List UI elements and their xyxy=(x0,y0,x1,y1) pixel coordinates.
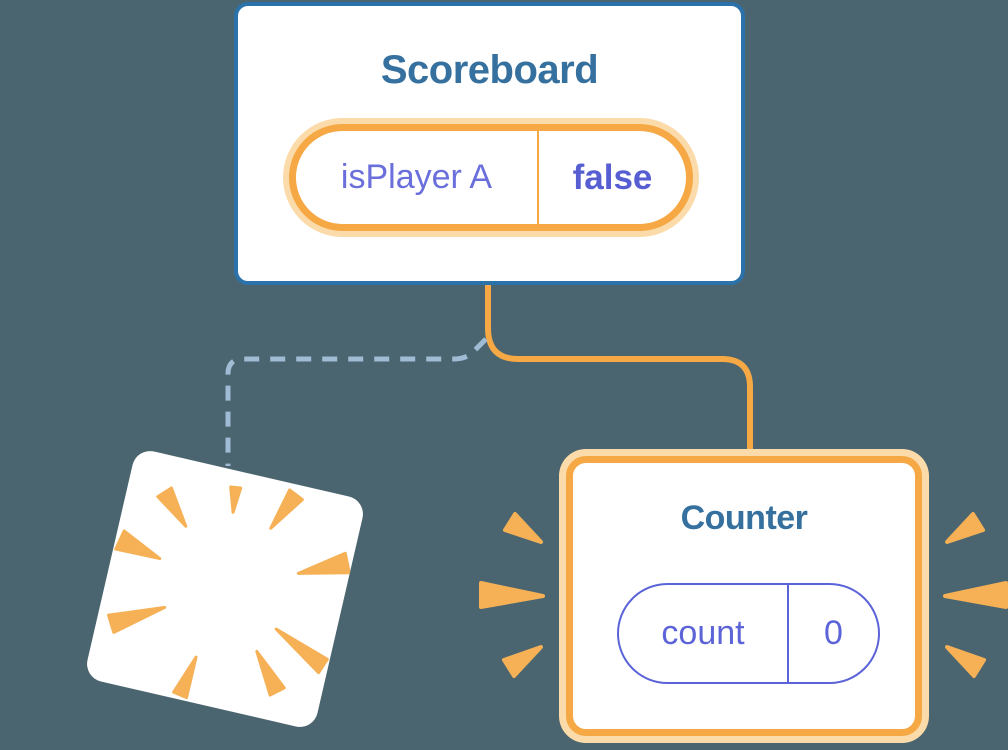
burst-wedge xyxy=(479,581,545,609)
scoreboard-card: Scoreboard isPlayer A false xyxy=(234,2,745,285)
burst-wedge xyxy=(502,645,543,678)
scoreboard-state-pill: isPlayer A false xyxy=(289,124,693,231)
state-value-label: 0 xyxy=(824,614,843,652)
poof-burst-icon xyxy=(107,485,351,700)
counter-card: Counter count 0 xyxy=(566,456,922,736)
poof-ray xyxy=(269,488,304,530)
poof-card xyxy=(83,447,367,731)
poof-ray xyxy=(114,529,162,561)
burst-wedge xyxy=(945,645,986,678)
burst-wedge xyxy=(503,512,543,544)
counter-title: Counter xyxy=(680,499,808,537)
poof-ray xyxy=(255,649,286,697)
emphasis-burst-icon-right xyxy=(943,512,1008,678)
burst-wedge xyxy=(943,581,1008,609)
pill-divider xyxy=(787,585,789,682)
poof-ray xyxy=(107,605,167,634)
counter-state-pill: count 0 xyxy=(617,583,880,684)
poof-ray xyxy=(172,655,198,700)
tree-edge-counter xyxy=(485,283,753,456)
state-name-label: count xyxy=(661,614,745,652)
poof-ray xyxy=(274,627,329,675)
poof-ray xyxy=(156,486,188,528)
poof-ray xyxy=(229,485,243,514)
state-value-label: false xyxy=(572,157,653,197)
emphasis-burst-icon-left xyxy=(479,512,545,678)
tree-edge-removed-dashed xyxy=(225,337,488,466)
burst-wedge xyxy=(945,512,985,544)
poof-ray xyxy=(296,551,351,575)
state-name-label: isPlayer A xyxy=(340,158,493,196)
pill-divider xyxy=(537,131,539,224)
scoreboard-title: Scoreboard xyxy=(380,48,599,92)
